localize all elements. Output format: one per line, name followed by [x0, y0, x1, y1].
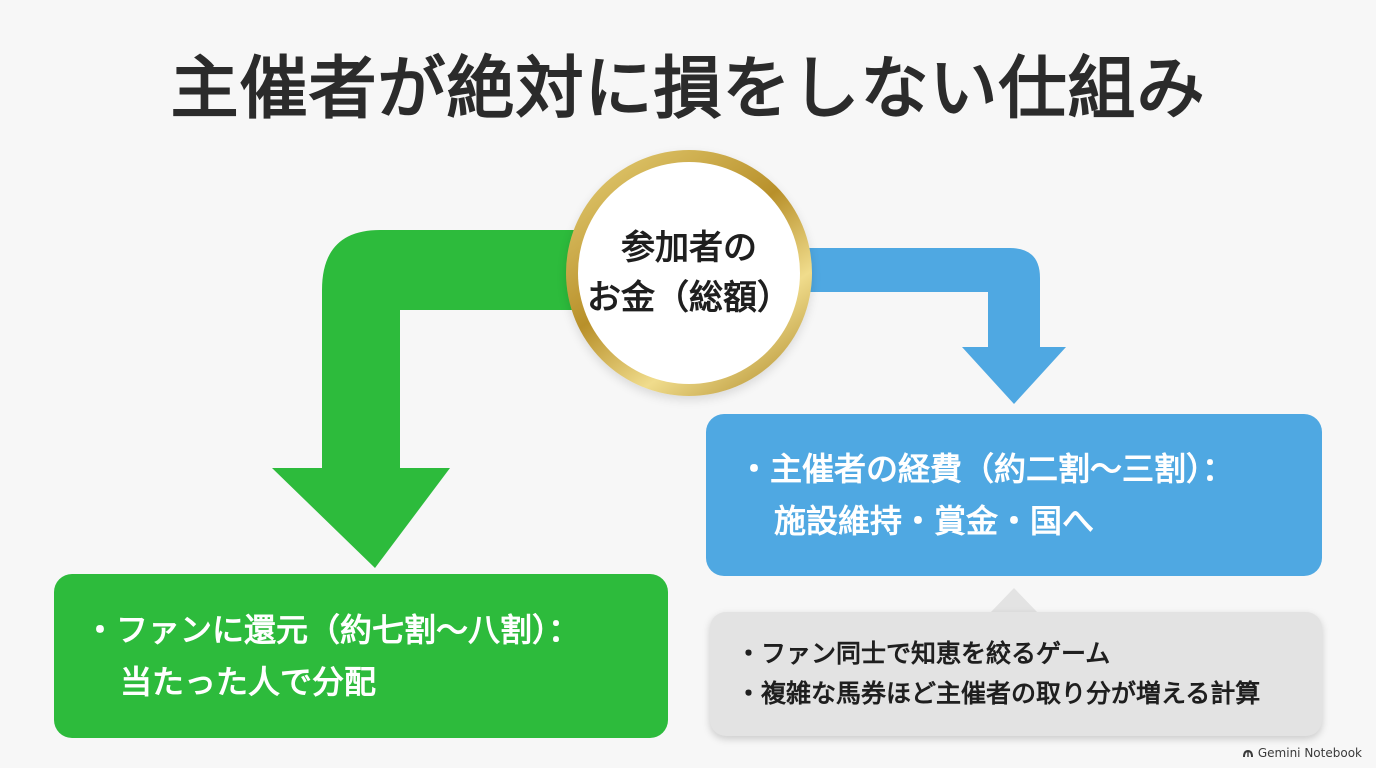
note-callout-tail — [990, 588, 1038, 613]
bullet: ・ — [84, 611, 117, 649]
source-line-1: 参加者の — [621, 228, 757, 268]
green-flow-arrow — [272, 230, 590, 568]
money-source-circle: 参加者の お金（総額） — [566, 150, 812, 396]
organizer-expense-box: ・主催者の経費（約二割〜三割）： 施設維持・賞金・国へ — [706, 414, 1322, 576]
fan-return-line-1: ・ファンに還元（約七割〜八割）： — [84, 604, 638, 656]
organizer-expense-line-2: 施設維持・賞金・国へ — [774, 502, 1095, 540]
note-item: ・ファン同士で知恵を絞るゲーム — [736, 639, 1111, 668]
watermark: Gemini Notebook — [1242, 746, 1362, 760]
blue-flow-arrow — [800, 248, 1066, 404]
organizer-expense-line-1: ・主催者の経費（約二割〜三割）： — [738, 443, 1290, 495]
page-title: 主催者が絶対に損をしない仕組み — [170, 50, 1206, 129]
fan-return-heading: ファンに還元（約七割〜八割）： — [116, 611, 581, 649]
note-item: ・複雑な馬券ほど主催者の取り分が増える計算 — [736, 679, 1261, 708]
note-callout: ・ファン同士で知恵を絞るゲーム ・複雑な馬券ほど主催者の取り分が増える計算 — [710, 612, 1322, 736]
fan-return-line-2: 当たった人で分配 — [120, 663, 377, 701]
organizer-expense-heading: 主催者の経費（約二割〜三割）： — [770, 450, 1235, 488]
money-source-label: 参加者の お金（総額） — [578, 162, 800, 384]
source-line-2: お金（総額） — [587, 278, 791, 318]
gemini-notebook-icon — [1242, 750, 1253, 757]
fan-return-box: ・ファンに還元（約七割〜八割）： 当たった人で分配 — [54, 574, 668, 738]
watermark-text: Gemini Notebook — [1257, 746, 1362, 760]
bullet: ・ — [738, 450, 771, 488]
